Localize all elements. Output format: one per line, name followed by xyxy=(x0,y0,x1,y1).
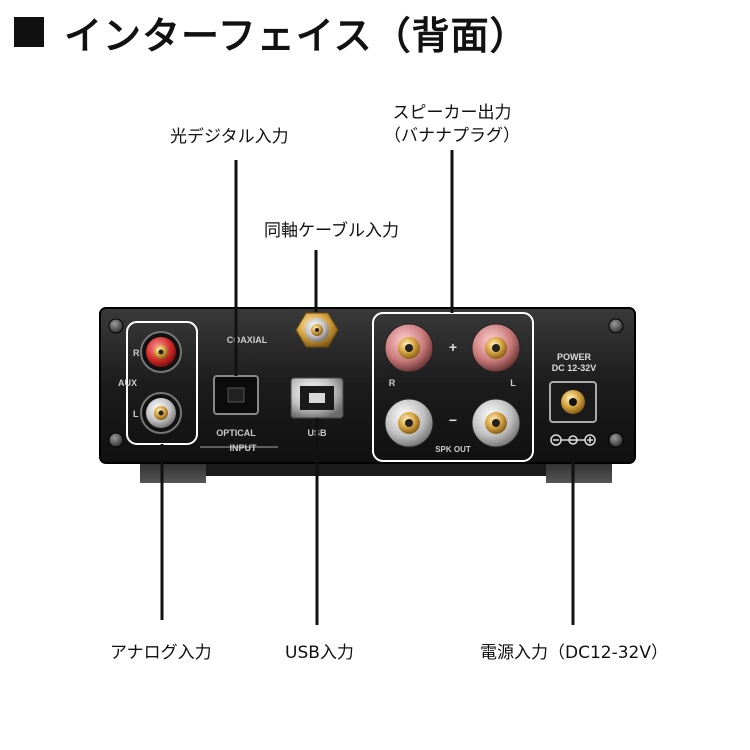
usb-callout: USB入力 xyxy=(285,643,354,663)
plus-mark: + xyxy=(449,339,457,355)
power-panel-label: POWER xyxy=(557,352,592,362)
input-panel-label: INPUT xyxy=(230,443,258,453)
coaxial-jack-icon xyxy=(295,312,339,348)
dc-power-jack-icon xyxy=(549,381,597,423)
aux-l-label: L xyxy=(133,409,139,419)
dc-panel-label: DC 12-32V xyxy=(552,363,597,373)
title-text: インターフェイス（背面） xyxy=(64,13,529,58)
spk-l-label: L xyxy=(510,378,516,388)
screw-icon xyxy=(108,318,124,334)
coaxial-panel-label: COAXIAL xyxy=(227,335,268,345)
speaker-callout-line2: （バナナプラグ） xyxy=(384,126,520,146)
page-title: インターフェイス（背面） xyxy=(14,10,529,58)
speaker-l-plus-terminal-icon xyxy=(471,323,521,373)
polarity-icon xyxy=(550,434,596,446)
aux-r-label: R xyxy=(133,348,140,358)
analog-callout: アナログ入力 xyxy=(110,643,212,663)
coaxial-callout: 同軸ケーブル入力 xyxy=(264,221,399,241)
speaker-r-minus-terminal-icon xyxy=(384,398,434,448)
speaker-l-minus-terminal-icon xyxy=(471,398,521,448)
speaker-r-plus-terminal-icon xyxy=(384,323,434,373)
speaker-callout-line1: スピーカー出力 xyxy=(392,103,512,123)
usb-port-icon xyxy=(290,377,344,419)
rca-red-jack-icon xyxy=(140,331,182,373)
rca-white-jack-icon xyxy=(140,392,182,434)
optical-callout: 光デジタル入力 xyxy=(170,127,289,147)
spk-r-label: R xyxy=(389,378,396,388)
screw-icon xyxy=(108,432,124,448)
optical-panel-label: OPTICAL xyxy=(216,428,256,438)
aux-label: AUX xyxy=(118,378,137,388)
minus-mark: − xyxy=(449,412,457,428)
power-callout: 電源入力（DC12-32V） xyxy=(480,643,668,663)
title-square-icon xyxy=(14,17,44,47)
screw-icon xyxy=(608,318,624,334)
spk-out-label: SPK OUT xyxy=(435,445,471,454)
screw-icon xyxy=(608,432,624,448)
